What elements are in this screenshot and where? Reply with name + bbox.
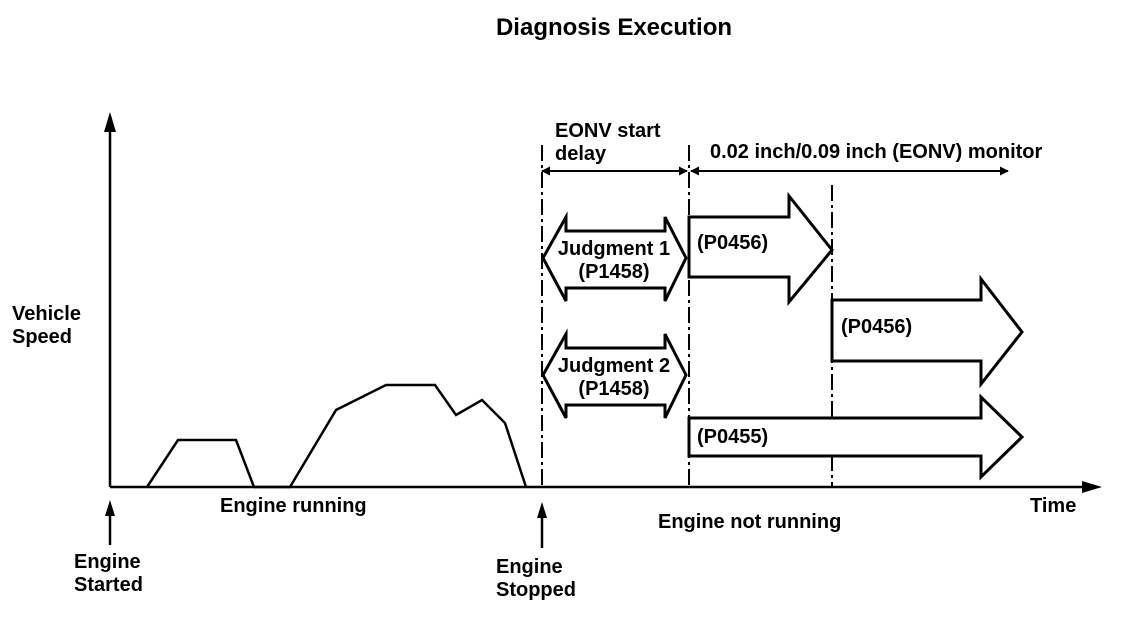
y-axis-arrowhead xyxy=(104,112,116,132)
eonv-start-delay-label-line-2: delay xyxy=(555,143,607,165)
engine-running-label: Engine running xyxy=(220,495,367,517)
engine-started-label-line-1: Engine xyxy=(74,551,141,573)
engine-started-arrowhead xyxy=(105,500,115,516)
monitor-p0456-label-2: (P0456) xyxy=(841,316,912,338)
diagram-title: Diagnosis Execution xyxy=(496,14,732,41)
engine-stopped-arrowhead xyxy=(537,502,547,518)
engine-stopped-label-line-1: Engine xyxy=(496,556,563,578)
y-axis-label-line-2: Speed xyxy=(12,326,72,348)
y-axis-label-line-1: Vehicle xyxy=(12,303,81,325)
monitor-p0455-arrow xyxy=(687,393,1025,481)
monitor-p0456-arrow-2 xyxy=(830,274,1024,389)
judgment-2-name: Judgment 2 xyxy=(558,355,670,377)
x-axis-arrowhead xyxy=(1082,481,1102,493)
monitor-p0456-label-1: (P0456) xyxy=(697,232,768,254)
engine-started-label-line-2: Started xyxy=(74,574,143,596)
x-axis-label: Time xyxy=(1030,495,1076,517)
monitor-p0456-arrow-1 xyxy=(687,191,834,307)
judgment-1-code: (P1458) xyxy=(578,261,649,283)
judgment-1-name: Judgment 1 xyxy=(558,238,670,260)
judgment-1-arrow xyxy=(541,211,688,302)
monitor-p0455-label: (P0455) xyxy=(697,426,768,448)
eonv-start-delay-label-line-1: EONV start xyxy=(555,120,661,142)
judgment-2-arrow xyxy=(541,328,688,419)
vehicle-speed-trace xyxy=(145,383,528,489)
eonv-monitor-label: 0.02 inch/0.09 inch (EONV) monitor xyxy=(710,141,1043,163)
judgment-2-code: (P1458) xyxy=(578,378,649,400)
engine-not-running-label: Engine not running xyxy=(658,511,841,533)
engine-stopped-label-line-2: Stopped xyxy=(496,579,576,601)
